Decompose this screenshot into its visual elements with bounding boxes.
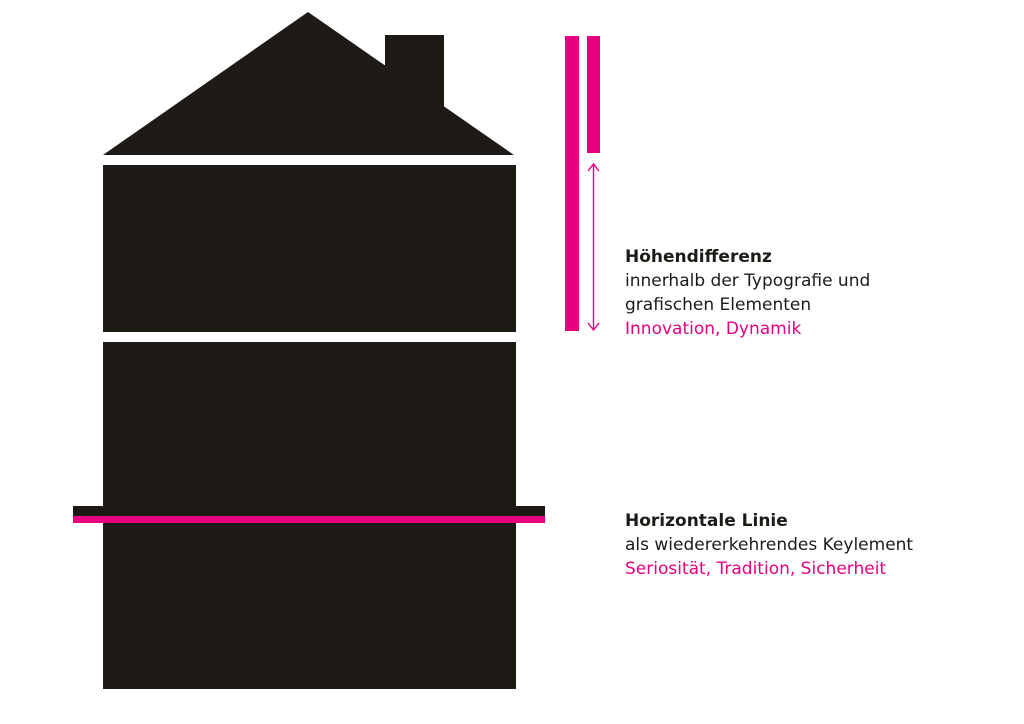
vertical-bar-tall xyxy=(565,36,579,331)
horizontal-line-caption: Horizontale Linie als wiedererkehrendes … xyxy=(625,509,913,581)
horizontal-line-title: Horizontale Linie xyxy=(625,511,788,531)
horizontal-key-line xyxy=(73,516,545,523)
height-difference-line-2: grafischen Elementen xyxy=(625,295,812,315)
house-upper-floor xyxy=(103,165,516,332)
height-difference-arrow xyxy=(587,162,600,332)
vertical-bar-short xyxy=(587,36,600,153)
house-chimney xyxy=(385,35,444,109)
house-roof xyxy=(103,12,514,155)
height-difference-caption: Höhendifferenz innerhalb der Typografie … xyxy=(625,245,870,341)
height-difference-line-1: innerhalb der Typografie und xyxy=(625,271,871,291)
horizontal-line-keywords: Seriosität, Tradition, Sicherheit xyxy=(625,559,887,579)
house-ledge xyxy=(73,506,545,516)
height-difference-title: Höhendifferenz xyxy=(625,247,772,267)
horizontal-line-line-1: als wiedererkehrendes Keylement xyxy=(625,535,914,555)
height-difference-keywords: Innovation, Dynamik xyxy=(625,319,802,339)
